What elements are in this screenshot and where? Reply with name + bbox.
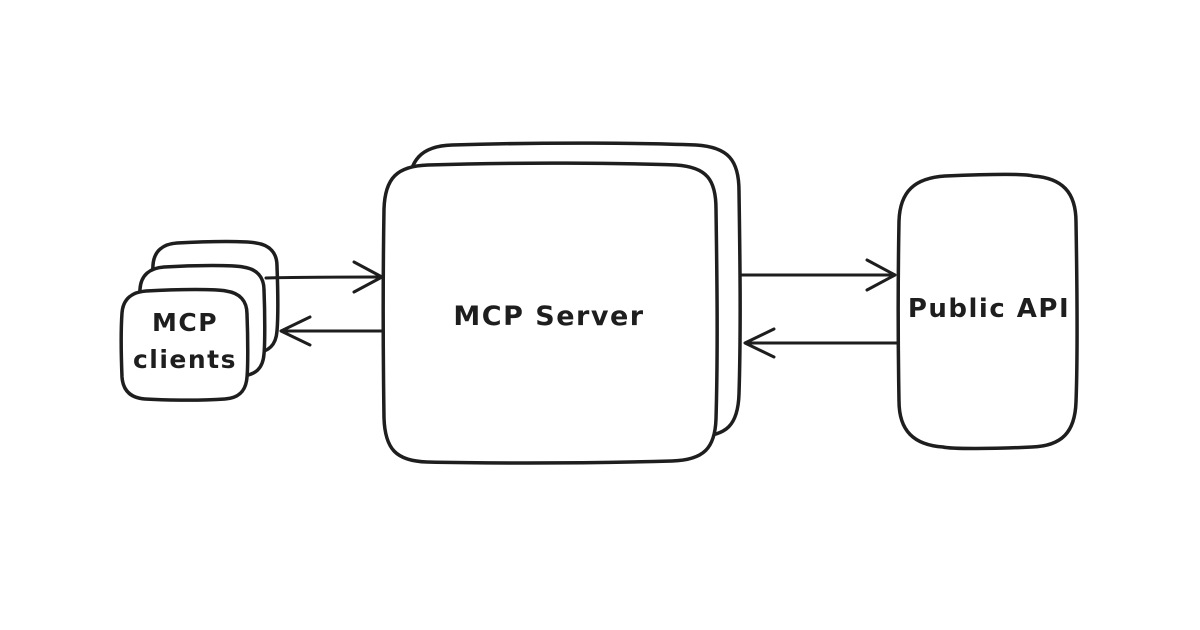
arrow-head-left xyxy=(279,315,312,347)
api-label: Public API xyxy=(908,294,1070,324)
node-mcp-server: MCP Server xyxy=(381,141,742,465)
arrow-clients-to-server xyxy=(264,260,384,294)
node-public-api: Public API xyxy=(896,172,1079,451)
arrow-server-to-api xyxy=(738,258,897,292)
arrow-head-right xyxy=(865,258,897,292)
clients-label-line2: clients xyxy=(133,345,237,374)
node-mcp-clients: MCP clients xyxy=(119,239,280,402)
server-box-front xyxy=(381,161,719,465)
arrow-head-right xyxy=(352,260,384,294)
server-label: MCP Server xyxy=(453,301,644,332)
arrow-api-to-server xyxy=(743,327,899,359)
arrow-line xyxy=(264,275,381,280)
api-box xyxy=(896,172,1079,451)
clients-label-line1: MCP xyxy=(152,308,218,337)
clients-card-front xyxy=(119,287,250,402)
arrow-head-left xyxy=(743,327,776,359)
arrow-server-to-clients xyxy=(279,315,385,347)
